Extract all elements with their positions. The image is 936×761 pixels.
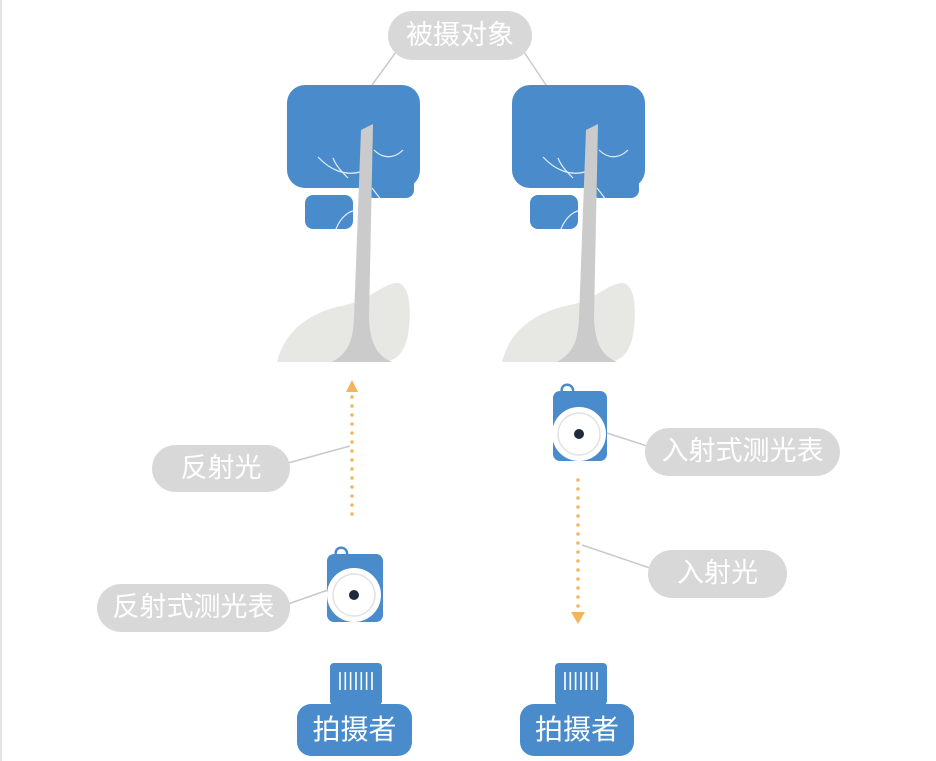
connector-lines [287, 51, 651, 605]
figure-head [512, 85, 645, 229]
light-meter-icon [327, 546, 383, 622]
dotted-arrow-down-icon [571, 478, 585, 624]
figure-veins [317, 149, 404, 251]
subject-connector-right [523, 51, 547, 86]
reflected-light-label: 反射光 [152, 445, 290, 492]
camera-icon [330, 663, 382, 705]
dotted-arrow-up-icon [346, 380, 358, 524]
incident-light-label: 入射光 [648, 550, 787, 598]
figure-trunk [332, 124, 392, 362]
tree-figure-icon [277, 85, 420, 362]
tree-figure-icon [502, 85, 645, 362]
subject-label: 被摄对象 [388, 11, 532, 60]
reflected-meter-connector [287, 589, 329, 605]
incident-meter-label: 入射式测光表 [645, 428, 840, 476]
figure-ground [277, 282, 410, 362]
left-edge-rule [0, 0, 2, 761]
photographer-label-left: 拍摄者 [297, 704, 412, 756]
reflected-meter-label: 反射式测光表 [97, 584, 290, 632]
subject-connector-left [371, 51, 397, 86]
light-meter-icon [552, 383, 607, 461]
reflected-light-connector [287, 445, 351, 464]
camera-icon [555, 663, 607, 705]
incident-light-connector [581, 544, 651, 569]
incident-meter-connector [606, 432, 651, 448]
figure-veins [542, 149, 629, 251]
figure-head [287, 85, 420, 229]
figure-ground [502, 282, 635, 362]
figure-trunk [557, 124, 617, 362]
photographer-label-right: 拍摄者 [520, 704, 634, 756]
